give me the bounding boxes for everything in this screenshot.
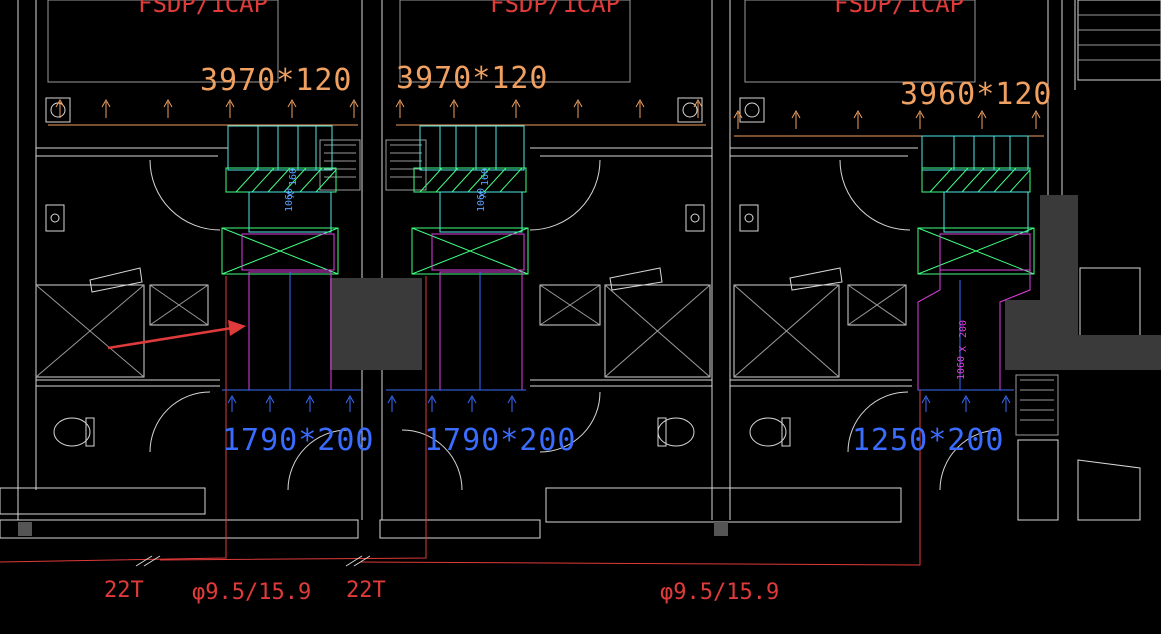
annotation-arrow <box>107 320 246 350</box>
return-air-size-2: 3970*120 <box>396 61 549 96</box>
svg-text:X: X <box>958 346 969 352</box>
pipe-label-22t-1: 22T <box>104 578 144 603</box>
indoor-unit-1[interactable] <box>221 125 339 391</box>
svg-text:X: X <box>286 192 297 198</box>
vent-grille-3 <box>1015 374 1059 436</box>
svg-text:160: 160 <box>480 168 491 186</box>
duct-tag-3a: 1060 X 200 <box>956 320 969 380</box>
unit-label-top-2: FSDP/1CAP <box>490 0 620 18</box>
supply-air-size-2: 1790*200 <box>424 423 577 458</box>
svg-text:X: X <box>478 192 489 198</box>
indoor-unit-3[interactable] <box>917 135 1035 391</box>
return-air-grille-2[interactable] <box>395 98 706 126</box>
svg-text:1060: 1060 <box>956 356 967 380</box>
svg-text:1060: 1060 <box>284 188 295 212</box>
supply-air-grille-3[interactable] <box>918 389 1014 412</box>
supply-air-grille-1[interactable] <box>222 389 362 412</box>
duct-tag-1a: 1060 X 160 <box>284 168 299 212</box>
supply-air-grille-2[interactable] <box>386 389 526 412</box>
vent-grille-1 <box>319 139 361 191</box>
svg-text:200: 200 <box>958 320 969 338</box>
supply-air-size-1: 1790*200 <box>222 423 375 458</box>
svg-text:1060: 1060 <box>476 188 487 212</box>
pipe-label-diameter-1: φ9.5/15.9 <box>192 580 311 605</box>
supply-air-size-3: 1250*200 <box>852 423 1005 458</box>
duct-tag-2a: 1060 X 160 <box>476 168 491 212</box>
return-air-size-3: 3960*120 <box>900 77 1053 112</box>
svg-text:160: 160 <box>288 168 299 186</box>
unit-label-top-3: FSDP/1CAP <box>834 0 964 18</box>
return-air-grille-3[interactable] <box>733 109 1044 137</box>
vent-grille-2 <box>385 139 427 191</box>
architectural-walls <box>0 0 1161 539</box>
pipe-label-22t-2: 22T <box>346 578 386 603</box>
return-air-grille-1[interactable] <box>48 98 359 126</box>
pipe-label-diameter-2: φ9.5/15.9 <box>660 580 779 605</box>
unit-label-top-1: FSDP/1CAP <box>138 0 268 18</box>
refrigerant-pipe[interactable] <box>0 276 921 567</box>
return-air-size-1: 3970*120 <box>200 63 353 98</box>
indoor-unit-2[interactable] <box>411 125 529 391</box>
